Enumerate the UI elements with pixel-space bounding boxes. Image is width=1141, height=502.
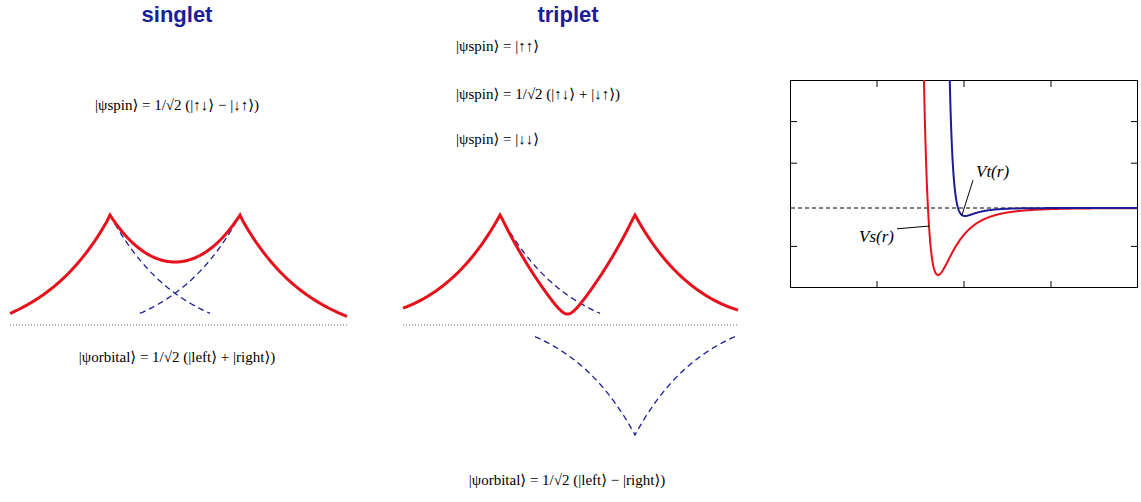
tick-mark xyxy=(1131,121,1137,122)
potential-plot xyxy=(791,0,1139,288)
tick-mark xyxy=(877,281,878,287)
right-orbital xyxy=(535,335,738,435)
tick-mark xyxy=(964,281,965,287)
left-orbital xyxy=(110,215,210,313)
spin-state: |ψspin⟩ = 1/√2 (|↑↓⟩ + |↓↑⟩) xyxy=(456,85,620,103)
leader-line xyxy=(962,180,973,215)
leader-line xyxy=(897,226,929,229)
orbital-state: |ψorbital⟩ = 1/√2 (|left⟩ + |right⟩) xyxy=(79,348,276,366)
tick-mark xyxy=(1131,246,1137,247)
triplet-potential xyxy=(930,80,1138,216)
spin-state: |ψspin⟩ = |↓↓⟩ xyxy=(456,130,539,148)
spin-state: |ψspin⟩ = |↑↑⟩ xyxy=(456,37,539,55)
curve-label: Vt(r) xyxy=(975,162,1010,182)
right-orbital xyxy=(140,215,240,313)
column-heading: singlet xyxy=(142,2,213,28)
spin-state: |ψspin⟩ = 1/√2 (|↑↓⟩ − |↓↑⟩) xyxy=(95,96,259,114)
tick-mark xyxy=(791,121,797,122)
ticks xyxy=(791,81,1137,287)
curve-label: Vs(r) xyxy=(858,227,895,247)
tick-mark xyxy=(791,246,797,247)
singlet-wavefunction xyxy=(10,215,347,316)
column-heading: triplet xyxy=(537,2,598,28)
tick-mark xyxy=(1051,81,1052,87)
tick-mark xyxy=(1051,281,1052,287)
tick-mark xyxy=(791,163,797,164)
tick-mark xyxy=(964,81,965,87)
triplet-wavefunction xyxy=(403,215,738,314)
baseline xyxy=(403,325,738,326)
singlet-potential xyxy=(880,80,1138,275)
tick-mark xyxy=(877,81,878,87)
tick-mark xyxy=(1131,163,1137,164)
orbital-state: |ψorbital⟩ = 1/√2 (|left⟩ − |right⟩) xyxy=(469,471,666,489)
baseline xyxy=(10,325,347,326)
plot-frame xyxy=(791,81,1138,288)
